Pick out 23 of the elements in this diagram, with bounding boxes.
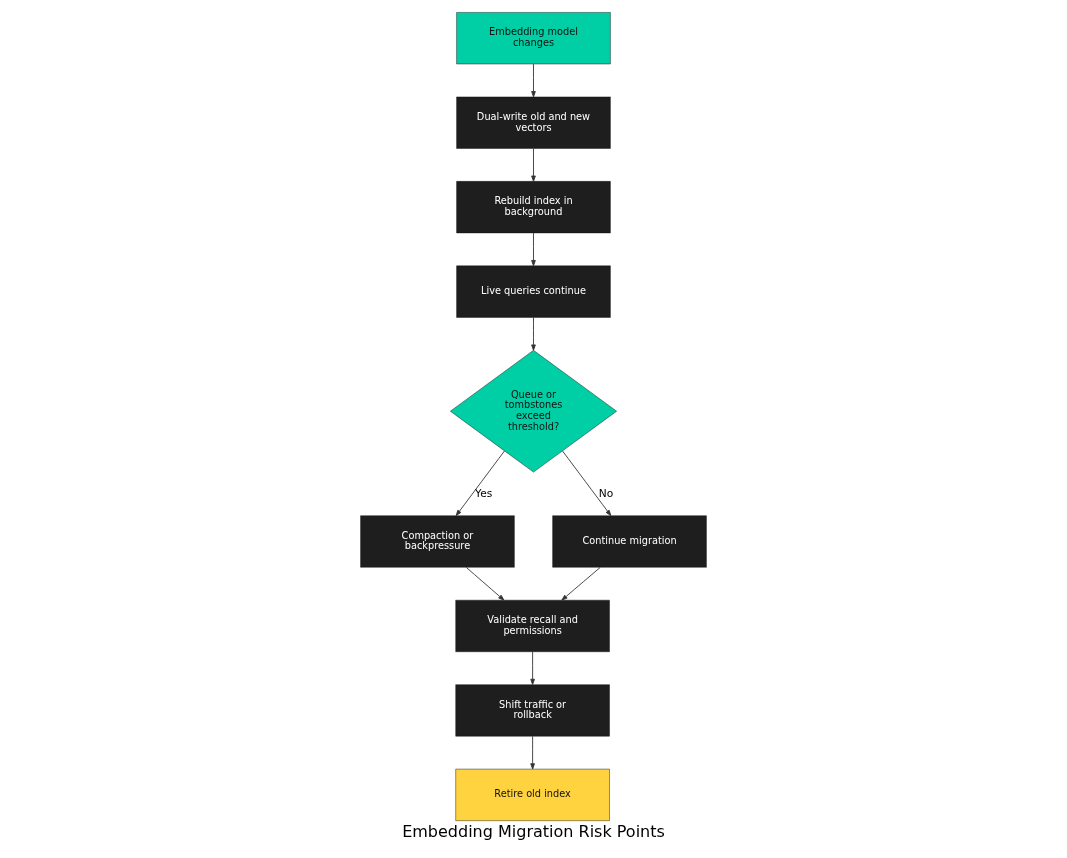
node-box: Retire old index	[455, 768, 610, 821]
node-diamond: Queue or tombstones exceed threshold?	[450, 350, 617, 473]
node-box: Compaction or backpressure	[360, 515, 515, 568]
edge-label: Yes	[475, 486, 493, 500]
node-box: Embedding model changes	[456, 12, 611, 65]
node-box: Dual-write old and new vectors	[456, 96, 611, 149]
arrow	[562, 450, 612, 517]
node-box: Continue migration	[552, 515, 707, 568]
caption: Embedding Migration Risk Points	[402, 822, 665, 842]
node-box: Validate recall and permissions	[455, 599, 610, 652]
arrow	[465, 566, 505, 601]
node-box: Rebuild index in background	[456, 181, 611, 234]
arrow	[531, 63, 536, 98]
arrow	[530, 651, 535, 686]
node-box: Live queries continue	[456, 265, 611, 318]
node-box: Shift traffic or rollback	[455, 684, 610, 737]
arrow	[531, 317, 536, 351]
arrow	[531, 232, 536, 267]
arrow	[561, 566, 601, 601]
arrow	[455, 450, 505, 517]
edge-label: No	[598, 486, 614, 500]
arrow	[531, 148, 536, 182]
arrow	[530, 735, 535, 770]
